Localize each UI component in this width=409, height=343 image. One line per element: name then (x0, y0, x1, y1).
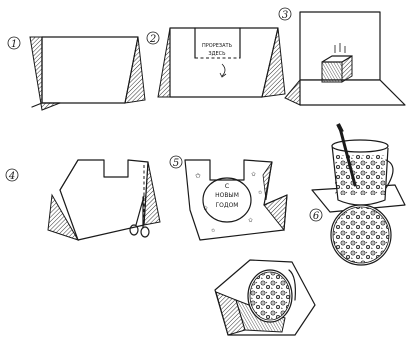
step-1-number: 1 (11, 39, 17, 50)
step-5-number: 5 (173, 158, 179, 169)
step-3-number: 3 (282, 10, 288, 21)
svg-text:✩: ✩ (203, 205, 208, 212)
card-text-line1: С (225, 182, 230, 190)
step-4-number: 4 (8, 171, 15, 182)
svg-text:✩: ✩ (258, 190, 263, 196)
svg-text:✩: ✩ (194, 172, 201, 180)
step-5-decorated-card: 5 С НОВЫМ ГОДОМ ✩ ✩ ✩ ✩ ✩ ✩ (169, 155, 288, 241)
card-text-line3: ГОДОМ (216, 202, 239, 209)
step-3-popup-box: 3 (278, 7, 406, 106)
step-6-round-plate: 6 (309, 204, 392, 266)
arrow-icon (221, 63, 226, 77)
step-1-folded-card: 1 (7, 36, 146, 111)
cut-here-label-line1: ПРОРЕЗАТЬ (202, 43, 233, 49)
card-text-line2: НОВЫМ (215, 192, 239, 199)
step-2-number: 2 (149, 34, 156, 45)
step-4-cut-card: 4 (5, 159, 161, 241)
cut-here-label-line2: ЗДЕСЬ (208, 51, 226, 57)
step-6-number: 6 (313, 211, 320, 222)
final-assembled-card (214, 259, 316, 336)
stars-decoration: ✩ ✩ ✩ ✩ ✩ ✩ (194, 171, 263, 234)
mug-with-brush (311, 123, 406, 213)
svg-text:✩: ✩ (248, 217, 253, 224)
svg-text:✩: ✩ (251, 171, 256, 178)
step-2-card-with-cut: 2 ПРОРЕЗАТЬ ЗДЕСЬ (146, 27, 286, 98)
step-1-number-circle (7, 36, 21, 50)
scissors-icon (129, 195, 150, 238)
svg-text:✩: ✩ (211, 228, 216, 234)
